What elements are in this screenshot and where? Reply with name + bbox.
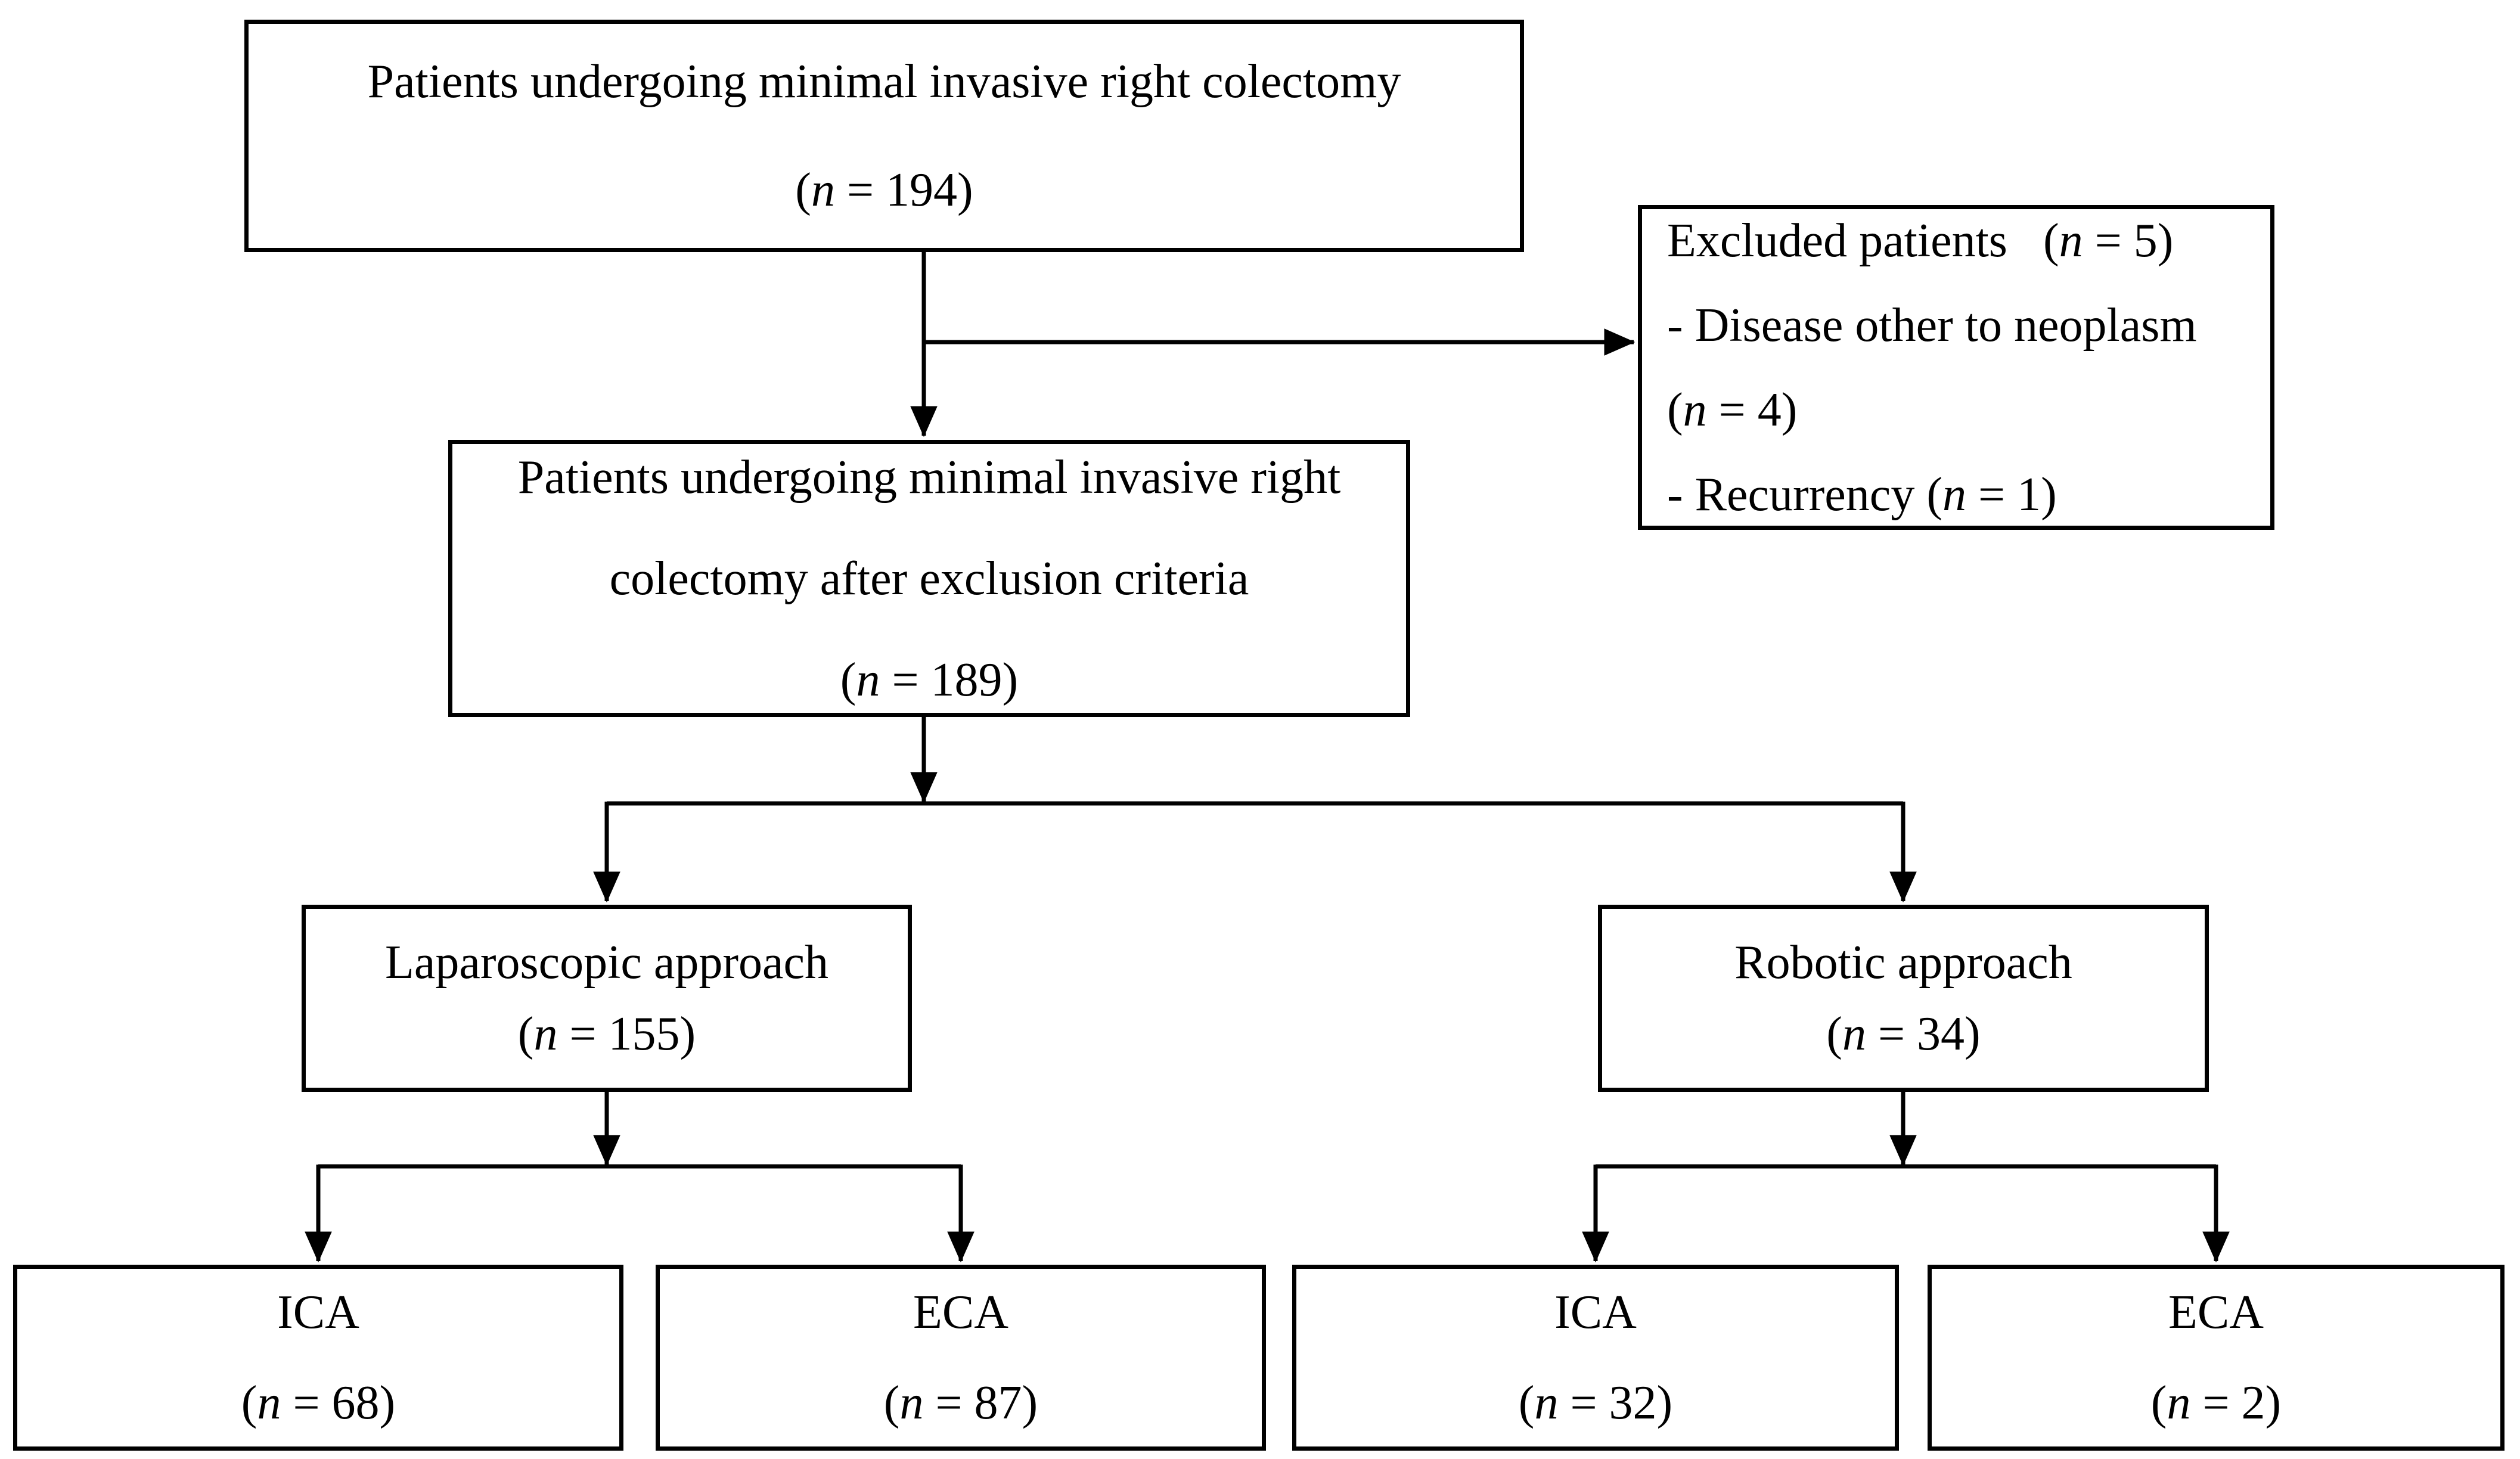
- node-count: (n = 68): [241, 1377, 396, 1429]
- node-label: ECA: [2168, 1286, 2264, 1339]
- excluded-reason-1: - Disease other to neoplasm: [1667, 299, 2197, 352]
- node-label: Patients undergoing minimal invasive rig…: [367, 55, 1401, 108]
- node-label: Laparoscopic approach: [384, 936, 829, 989]
- excluded-reason-1-count: (n = 4): [1667, 383, 1798, 436]
- node-label: colectomy after exclusion criteria: [609, 552, 1249, 605]
- excluded-title: Excluded patients (n = 5): [1667, 214, 2174, 267]
- node-label: ECA: [913, 1286, 1008, 1339]
- node-after-exclusion: Patients undergoing minimal invasive rig…: [448, 440, 1410, 717]
- excluded-reason-2: - Recurrency (n = 1): [1667, 468, 2057, 521]
- node-enrollment: Patients undergoing minimal invasive rig…: [244, 20, 1524, 252]
- node-rob-ica: ICA (n = 32): [1292, 1265, 1899, 1451]
- node-count: (n = 155): [517, 1008, 696, 1060]
- node-count: (n = 189): [840, 653, 1019, 706]
- node-excluded: Excluded patients (n = 5) - Disease othe…: [1638, 205, 2274, 530]
- node-count: (n = 34): [1826, 1008, 1981, 1060]
- node-count: (n = 2): [2150, 1377, 2282, 1429]
- node-lap-ica: ICA (n = 68): [13, 1265, 623, 1451]
- node-label: Patients undergoing minimal invasive rig…: [517, 451, 1341, 504]
- node-count: (n = 87): [883, 1377, 1038, 1429]
- node-rob-eca: ECA (n = 2): [1928, 1265, 2505, 1451]
- node-label: Robotic approach: [1734, 936, 2072, 989]
- node-laparoscopic: Laparoscopic approach (n = 155): [302, 905, 912, 1092]
- node-lap-eca: ECA (n = 87): [656, 1265, 1266, 1451]
- node-label: ICA: [277, 1286, 359, 1339]
- node-robotic: Robotic approach (n = 34): [1598, 905, 2209, 1092]
- node-label: ICA: [1554, 1286, 1637, 1339]
- node-count: (n = 32): [1518, 1377, 1673, 1429]
- node-count: (n = 194): [795, 164, 973, 216]
